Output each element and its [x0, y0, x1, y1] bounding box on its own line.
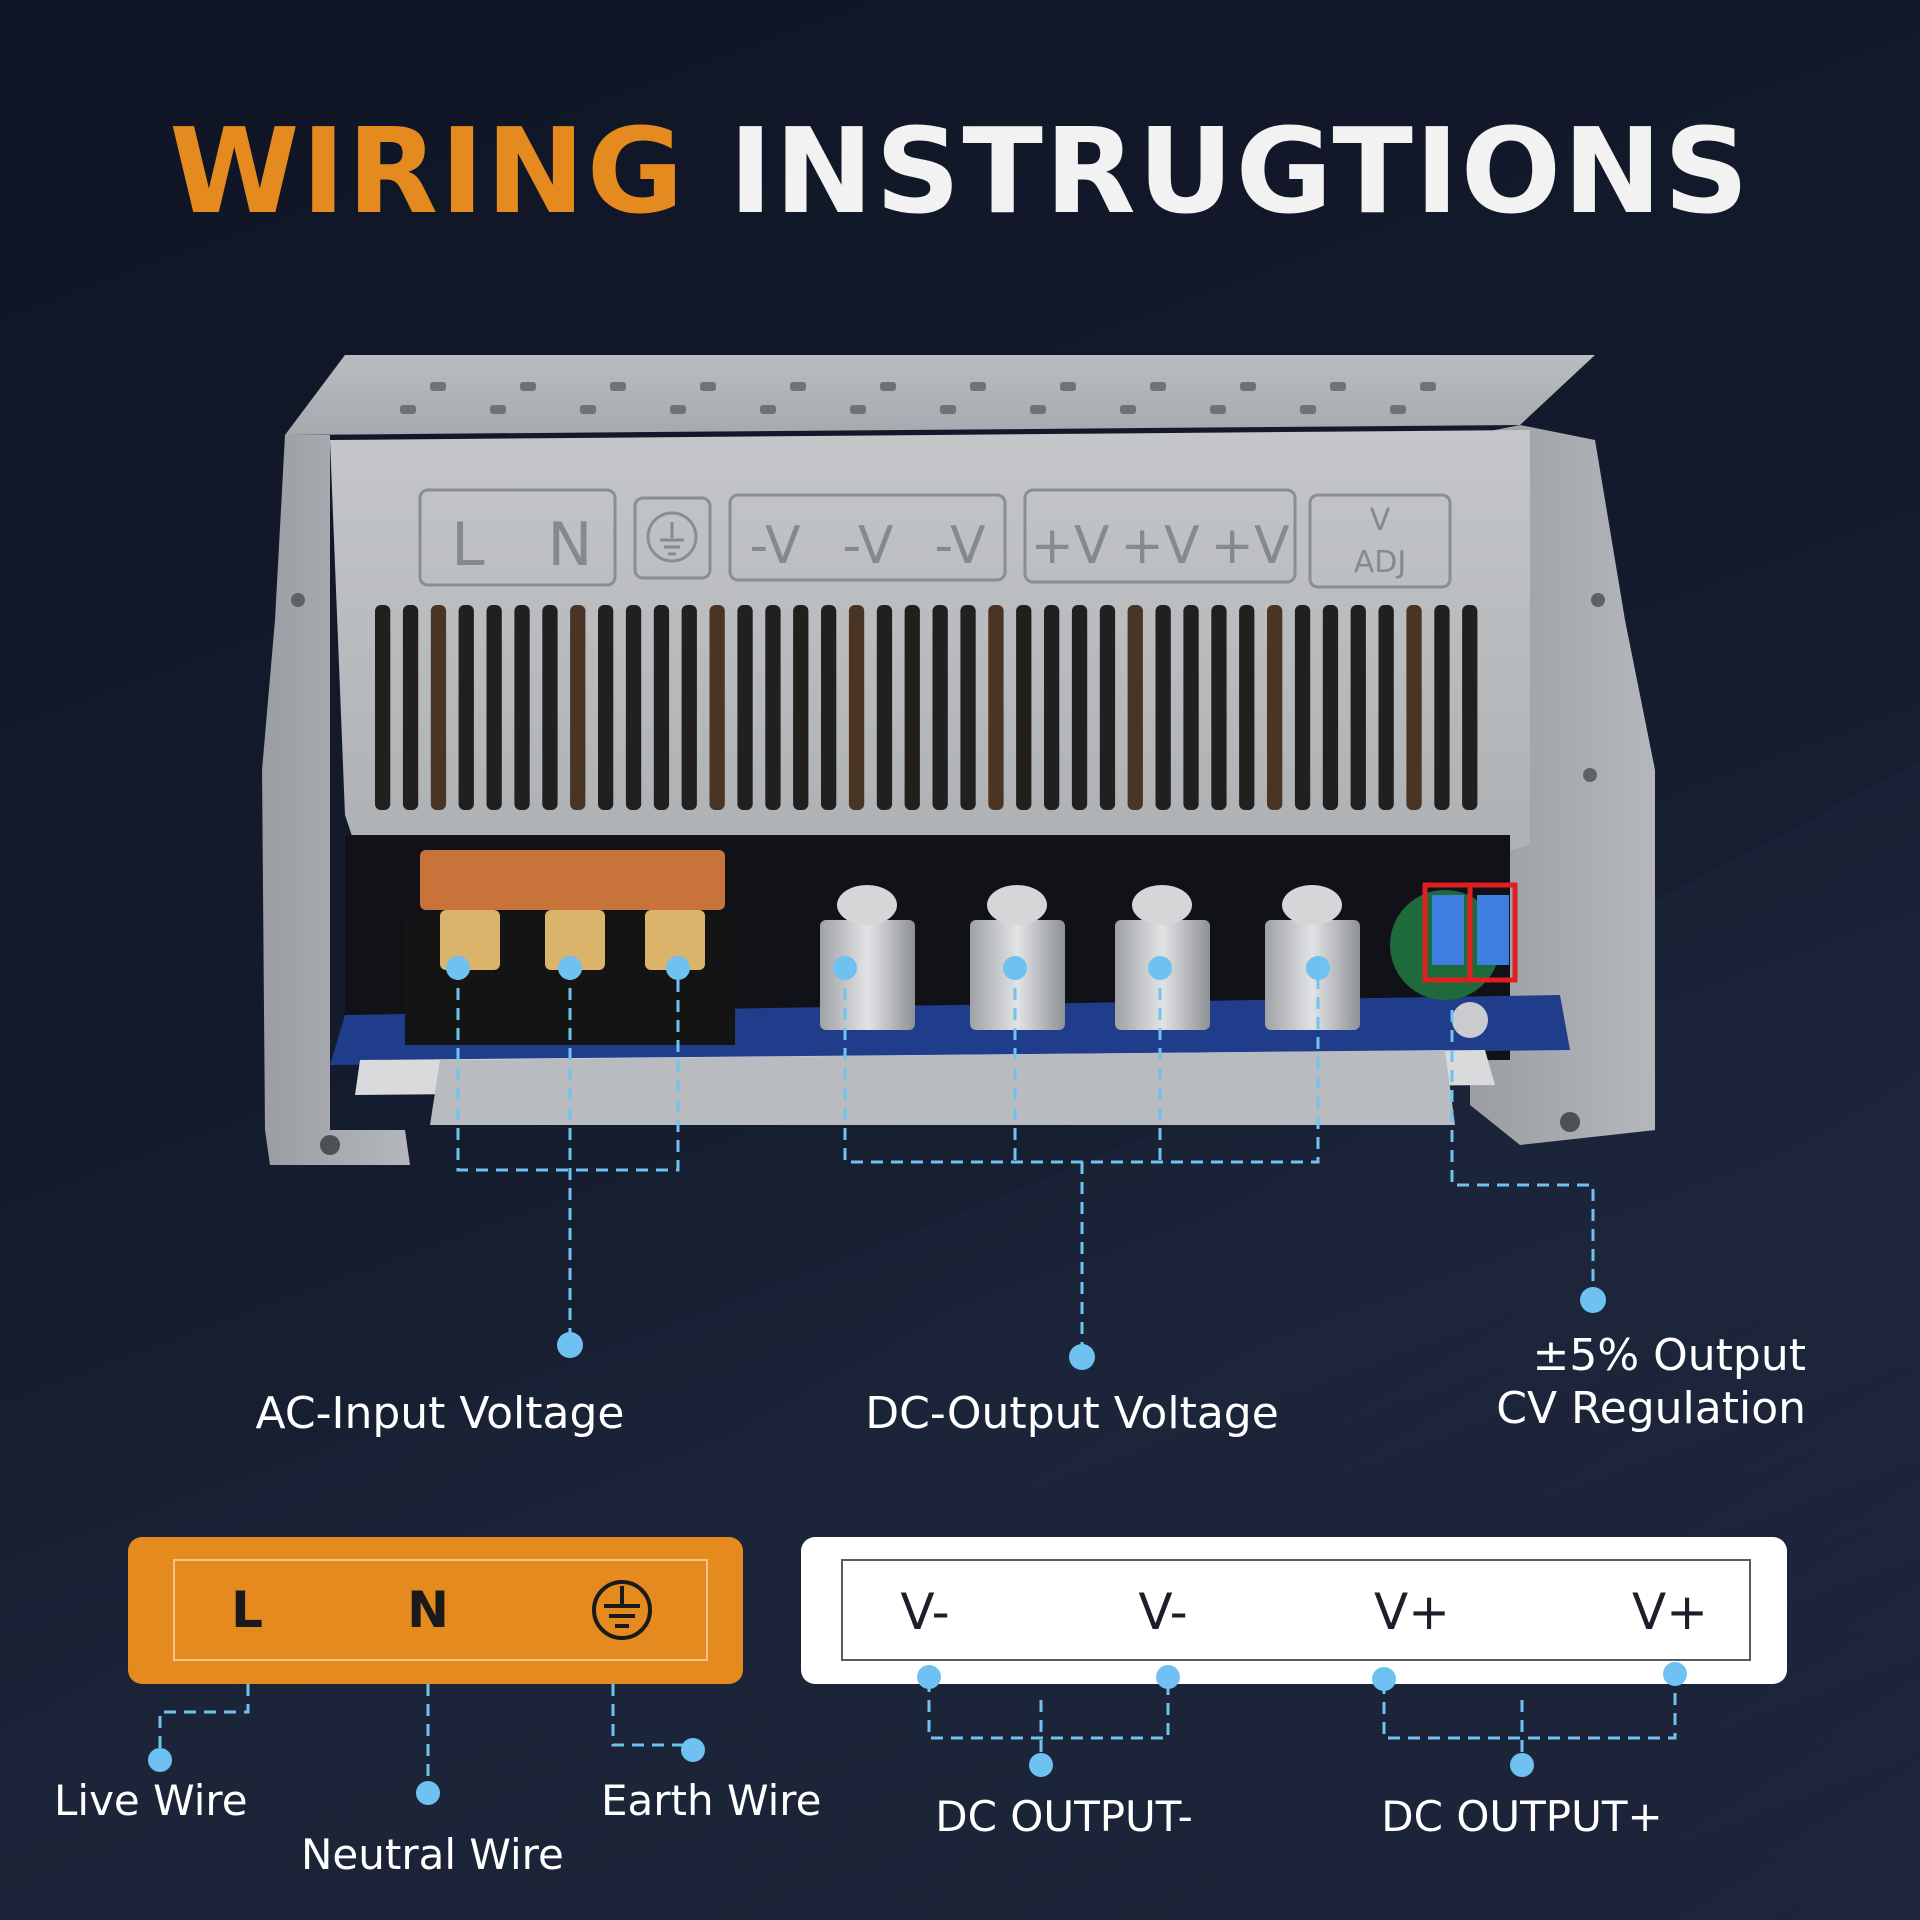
vent-slot	[1462, 605, 1478, 810]
vent-slot	[876, 605, 893, 810]
vent-slot	[709, 605, 725, 810]
vent-slot	[570, 605, 586, 810]
vent-slot	[1016, 605, 1032, 810]
vent-slot	[1294, 605, 1311, 810]
vent-slot	[1239, 605, 1255, 810]
vent-slot	[542, 605, 558, 810]
psu-embossed-markings	[418, 488, 1452, 589]
vent-slot	[793, 605, 809, 810]
earth-ground-icon	[592, 1580, 652, 1640]
voltage-adjust-potentiometer	[1390, 882, 1518, 1038]
ac-label-live: L	[231, 1581, 263, 1639]
psu-top-perforations	[400, 382, 1436, 414]
psu-left-side	[262, 435, 410, 1165]
vent-slot	[1155, 605, 1171, 810]
vent-slot	[625, 605, 642, 810]
vent-slot	[988, 605, 1004, 810]
dc-output-positive-label: DC OUTPUT+	[1381, 1792, 1663, 1841]
ac-label-neutral: N	[407, 1581, 449, 1639]
vent-slot	[765, 605, 781, 810]
vent-slot	[598, 605, 614, 810]
vent-slot	[848, 605, 865, 810]
mark-neg-3: -V	[934, 516, 986, 576]
wire-label-neutral: Neutral Wire	[301, 1830, 564, 1879]
psu-marking-text: L N -V -V -V +V +V +V V ADJ	[451, 503, 1406, 580]
title-word-wiring: WIRING	[169, 102, 686, 240]
callout-dc-output: DC-Output Voltage	[865, 1388, 1279, 1439]
vent-slot	[932, 605, 948, 810]
vent-slot	[1044, 605, 1060, 810]
vent-slot	[1322, 605, 1339, 810]
vent-slot	[1378, 605, 1394, 810]
page-title: WIRING INSTRUGTIONS	[0, 112, 1920, 230]
ac-terminal-screws	[440, 910, 705, 970]
psu-earth-emboss	[660, 522, 684, 556]
power-supply-unit: L N -V -V -V +V +V +V V ADJ	[262, 355, 1655, 1165]
vent-slot	[402, 605, 419, 810]
mark-neg-1: -V	[749, 516, 801, 576]
vent-slot	[375, 605, 391, 810]
mark-pos-1: +V	[1030, 516, 1110, 576]
ac-terminal-cover	[420, 850, 725, 910]
dc-label-pos-2: V+	[1631, 1583, 1709, 1641]
upper-callout-dots	[446, 956, 1606, 1370]
vent-slot	[653, 605, 670, 810]
vent-slot	[514, 605, 530, 810]
vent-slot	[1127, 605, 1143, 810]
vent-slot	[821, 605, 837, 810]
vent-slot	[1099, 605, 1116, 810]
vent-slot	[1211, 605, 1227, 810]
vent-slot	[681, 605, 697, 810]
title-word-instructions: INSTRUGTIONS	[728, 102, 1751, 240]
mark-l: L	[451, 510, 485, 580]
vent-slot	[1071, 605, 1088, 810]
psu-front-plate	[430, 1050, 1455, 1125]
upper-callout-lines	[456, 968, 1595, 1355]
psu-top-face	[285, 355, 1595, 435]
dc-label-neg-2: V-	[1138, 1583, 1188, 1641]
dc-label-neg-1: V-	[900, 1583, 950, 1641]
ac-terminal-diagram	[128, 1537, 743, 1684]
dc-terminal-inner-frame	[841, 1559, 1751, 1661]
vent-slot	[737, 605, 753, 810]
vent-slot	[1434, 605, 1450, 810]
mark-neg-2: -V	[842, 516, 894, 576]
mark-n: N	[548, 510, 593, 580]
dc-label-pos-1: V+	[1373, 1583, 1451, 1641]
vent-slot	[486, 605, 502, 810]
ac-terminal-inner-frame	[173, 1559, 708, 1661]
wire-label-live: Live Wire	[54, 1776, 248, 1825]
dc-terminal-diagram	[801, 1537, 1787, 1684]
callout-regulation-line1: ±5% Output	[1532, 1330, 1807, 1381]
dc-terminal-box	[801, 1537, 1787, 1684]
dc-output-negative-label: DC OUTPUT-	[935, 1792, 1193, 1841]
lower-callout-dots	[148, 1662, 1687, 1805]
ac-terminal-box	[128, 1537, 743, 1684]
lower-callout-lines	[158, 1676, 1677, 1790]
vent-slot	[1406, 605, 1422, 810]
vent-slot	[430, 605, 447, 810]
vent-slot	[1267, 605, 1283, 810]
mark-pos-2: +V	[1120, 516, 1200, 576]
callout-regulation: ±5% Output CV Regulation	[1496, 1330, 1806, 1436]
mark-v: V	[1370, 503, 1391, 538]
mark-adj: ADJ	[1354, 545, 1406, 580]
vent-slot	[1183, 605, 1199, 810]
vent-slot	[960, 605, 976, 810]
wire-label-earth: Earth Wire	[601, 1776, 822, 1825]
vent-slot	[1350, 605, 1366, 810]
vent-slot	[904, 605, 920, 810]
mark-pos-3: +V	[1210, 516, 1290, 576]
vent-slot	[458, 605, 474, 810]
callout-ac-input: AC-Input Voltage	[255, 1388, 625, 1439]
psu-vent-slots	[375, 605, 1478, 810]
callout-regulation-line2: CV Regulation	[1496, 1382, 1806, 1434]
